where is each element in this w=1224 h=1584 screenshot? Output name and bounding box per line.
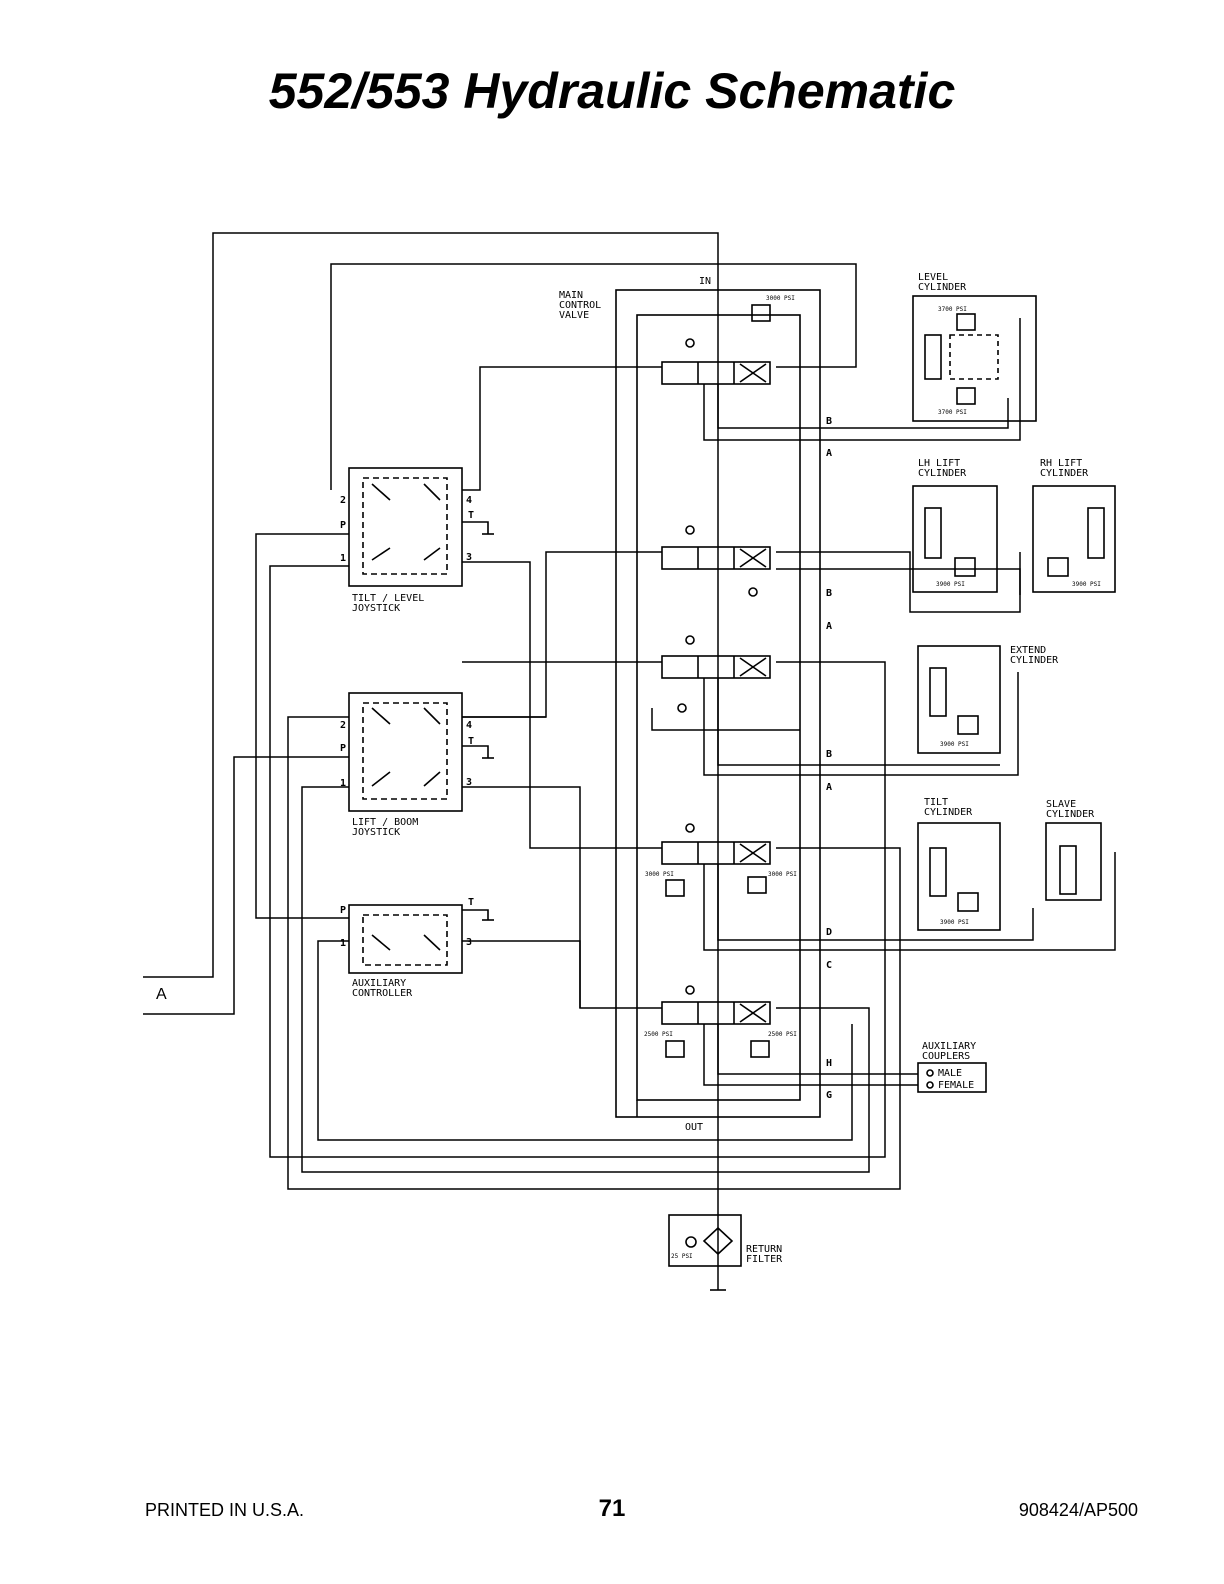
- svg-text:25 PSI: 25 PSI: [671, 1253, 693, 1260]
- level-cylinder: LEVEL CYLINDER 3700 PSI 3700 PSI: [912, 272, 1037, 422]
- svg-text:3700 PSI: 3700 PSI: [938, 409, 967, 416]
- svg-text:4: 4: [466, 720, 472, 731]
- svg-text:LIFT / BOOM: LIFT / BOOM: [352, 817, 418, 828]
- svg-text:TILT / LEVEL: TILT / LEVEL: [352, 593, 424, 604]
- svg-text:3: 3: [466, 937, 472, 948]
- valve-port-labels: B A B A B A D C H G: [826, 416, 832, 1101]
- svg-text:3: 3: [466, 777, 472, 788]
- out-label: OUT: [685, 1122, 703, 1133]
- hydraulic-lines: [143, 232, 1116, 1290]
- svg-text:JOYSTICK: JOYSTICK: [352, 603, 400, 614]
- svg-text:SLAVE: SLAVE: [1046, 799, 1076, 810]
- svg-text:1: 1: [340, 938, 346, 949]
- lift-boom-joystick: LIFT / BOOM JOYSTICK 2 P 1 4 T 3: [340, 692, 474, 838]
- svg-text:EXTEND: EXTEND: [1010, 645, 1046, 656]
- return-filter: RETURN FILTER 25 PSI: [668, 1214, 783, 1291]
- tilt-level-joystick: TILT / LEVEL JOYSTICK 2 P 1 4 T 3: [340, 467, 474, 614]
- svg-text:3900 PSI: 3900 PSI: [1072, 581, 1101, 588]
- main-valve-label-1: MAIN: [559, 290, 583, 301]
- svg-text:H: H: [826, 1058, 832, 1069]
- in-label: IN: [699, 276, 711, 287]
- svg-text:3: 3: [466, 552, 472, 563]
- main-relief-label: 3000 PSI: [766, 295, 795, 302]
- svg-text:JOYSTICK: JOYSTICK: [352, 827, 400, 838]
- footer-page-number: 71: [598, 1495, 626, 1522]
- main-control-valve: IN OUT MAIN CONTROL VALVE 3000 PSI: [559, 276, 821, 1133]
- svg-text:TILT: TILT: [924, 797, 948, 808]
- page-title: 552/553 Hydraulic Schematic: [268, 63, 956, 119]
- svg-text:1: 1: [340, 553, 346, 564]
- svg-text:CYLINDER: CYLINDER: [924, 807, 973, 818]
- spool-5: 2500 PSI 2500 PSI: [644, 985, 797, 1058]
- svg-text:3700 PSI: 3700 PSI: [938, 306, 967, 313]
- lh-lift-cylinder: LH LIFT CYLINDER 3900 PSI: [912, 458, 998, 593]
- svg-text:CYLINDER: CYLINDER: [1040, 468, 1089, 479]
- svg-text:G: G: [826, 1090, 832, 1101]
- svg-text:RH LIFT: RH LIFT: [1040, 458, 1082, 469]
- svg-text:CYLINDER: CYLINDER: [918, 282, 967, 293]
- svg-text:A: A: [826, 621, 832, 632]
- rh-lift-cylinder: RH LIFT CYLINDER 3900 PSI: [1032, 458, 1116, 593]
- svg-text:2: 2: [340, 495, 346, 506]
- svg-text:AUXILIARY: AUXILIARY: [352, 978, 406, 989]
- svg-text:MALE: MALE: [938, 1068, 962, 1079]
- svg-text:4: 4: [466, 495, 472, 506]
- spool-3: [661, 635, 771, 713]
- svg-text:C: C: [826, 960, 832, 971]
- svg-text:3900 PSI: 3900 PSI: [940, 741, 969, 748]
- svg-text:AUXILIARY: AUXILIARY: [922, 1041, 976, 1052]
- svg-text:CYLINDER: CYLINDER: [918, 468, 967, 479]
- svg-text:T: T: [468, 736, 474, 747]
- svg-text:RETURN: RETURN: [746, 1244, 782, 1255]
- svg-text:A: A: [826, 448, 832, 459]
- tilt-cylinder: TILT CYLINDER 3900 PSI: [917, 797, 1001, 931]
- main-relief-valve: [751, 304, 771, 322]
- svg-text:2500 PSI: 2500 PSI: [768, 1031, 797, 1038]
- svg-text:LEVEL: LEVEL: [918, 272, 948, 283]
- svg-text:1: 1: [340, 778, 346, 789]
- spool-2: [661, 525, 771, 597]
- main-valve-label-2: CONTROL: [559, 300, 601, 311]
- svg-text:A: A: [826, 782, 832, 793]
- svg-text:FEMALE: FEMALE: [938, 1080, 974, 1091]
- svg-text:P: P: [340, 905, 346, 916]
- svg-text:D: D: [826, 927, 832, 938]
- svg-text:CYLINDER: CYLINDER: [1046, 809, 1095, 820]
- svg-text:2: 2: [340, 720, 346, 731]
- footer-doc-number: 908424/AP500: [1018, 1500, 1138, 1520]
- auxiliary-couplers: AUXILIARY COUPLERS MALE FEMALE: [917, 1041, 987, 1093]
- svg-text:3000 PSI: 3000 PSI: [768, 871, 797, 878]
- spool-4: 3000 PSI 3000 PSI: [645, 823, 797, 897]
- offpage-connector-label: A: [156, 986, 167, 1003]
- slave-cylinder: SLAVE CYLINDER: [1045, 799, 1102, 901]
- svg-text:B: B: [826, 588, 832, 599]
- auxiliary-controller: AUXILIARY CONTROLLER P 1 T 3: [340, 897, 474, 999]
- svg-text:B: B: [826, 749, 832, 760]
- svg-text:FILTER: FILTER: [746, 1254, 783, 1265]
- svg-text:3900 PSI: 3900 PSI: [940, 919, 969, 926]
- svg-text:COUPLERS: COUPLERS: [922, 1051, 970, 1062]
- valve-spools: 3000 PSI 3000 PSI 2500 PSI 2500 PSI: [644, 338, 797, 1058]
- svg-text:P: P: [340, 520, 346, 531]
- svg-text:3900 PSI: 3900 PSI: [936, 581, 965, 588]
- svg-text:CYLINDER: CYLINDER: [1010, 655, 1059, 666]
- svg-text:T: T: [468, 510, 474, 521]
- main-valve-label-3: VALVE: [559, 310, 589, 321]
- svg-text:CONTROLLER: CONTROLLER: [352, 988, 413, 999]
- svg-text:B: B: [826, 416, 832, 427]
- spool-1: [661, 338, 771, 385]
- tank-symbols: [462, 521, 494, 921]
- svg-text:LH LIFT: LH LIFT: [918, 458, 960, 469]
- svg-text:3000 PSI: 3000 PSI: [645, 871, 674, 878]
- svg-text:T: T: [468, 897, 474, 908]
- footer-printed-in: PRINTED IN U.S.A.: [145, 1500, 305, 1520]
- svg-text:P: P: [340, 743, 346, 754]
- extend-cylinder: EXTEND CYLINDER 3900 PSI: [917, 645, 1059, 754]
- svg-text:2500 PSI: 2500 PSI: [644, 1031, 673, 1038]
